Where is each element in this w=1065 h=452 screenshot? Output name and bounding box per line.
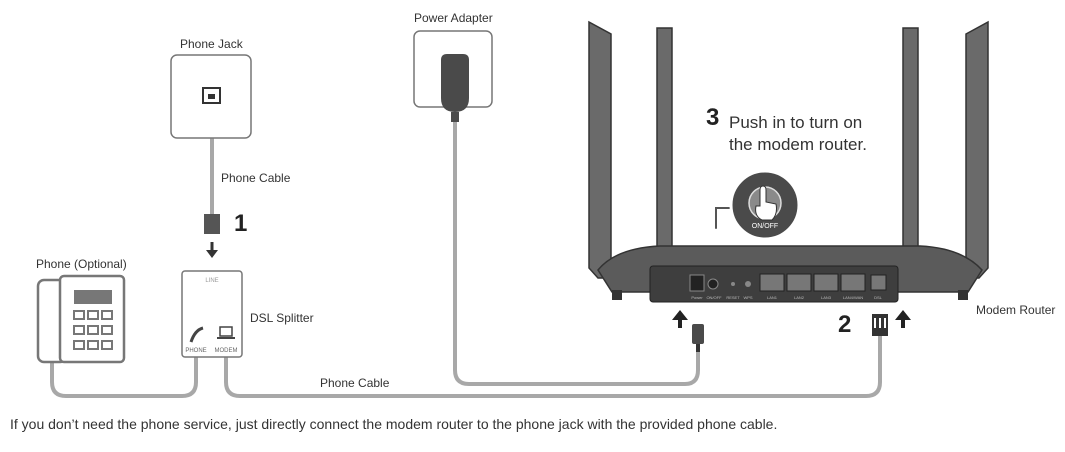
- splitter-phone-port-label: PHONE: [185, 348, 206, 354]
- phone-keypad: [73, 310, 113, 350]
- cables: [50, 105, 882, 398]
- footnote: If you don’t need the phone service, jus…: [10, 416, 778, 432]
- port-label-on-off: ON/OFF: [706, 295, 722, 300]
- phone-optional-label: Phone (Optional): [36, 257, 127, 271]
- power-adapter: [413, 30, 493, 122]
- antenna-right-outer: [965, 20, 989, 279]
- on-off-button-callout: ON/OFF: [729, 169, 801, 241]
- step-3-number: 3: [706, 104, 720, 131]
- phone-device: [36, 274, 126, 364]
- step-1-number: 1: [234, 210, 248, 237]
- phone-jack-label: Phone Jack: [180, 37, 243, 51]
- dsl-splitter: LINE PHONE MODEM: [181, 270, 243, 358]
- port-label-lan2: LAN2: [794, 295, 805, 300]
- power-plug: [692, 324, 704, 344]
- step-3-text-line1: Push in to turn on: [729, 113, 863, 132]
- arrow-down-icon: [206, 250, 218, 258]
- lan3-port: [813, 273, 839, 292]
- port-label-lan4-wan: LAN4/WAN: [843, 295, 863, 300]
- computer-icon: [219, 326, 233, 337]
- dsl-splitter-label: DSL Splitter: [250, 311, 314, 325]
- cable-splitter-to-router: [224, 334, 882, 398]
- phone-cable-plug: [204, 214, 220, 258]
- arrow-up-icon: [895, 310, 911, 328]
- lan-ports: [759, 273, 866, 292]
- cable-splitter-to-phone: [50, 354, 198, 398]
- power-port: [689, 274, 705, 292]
- step-3-text-line2: the modem router.: [729, 135, 867, 154]
- router-body: Power ON/OFF RESET WPS LAN1 LAN2 LAN3 LA…: [597, 245, 983, 303]
- port-label-dsl: DSL: [874, 295, 883, 300]
- router-connections: [672, 310, 911, 352]
- antenna-left-outer: [588, 20, 612, 279]
- port-label-lan1: LAN1: [767, 295, 778, 300]
- arrow-up-icon: [672, 310, 688, 328]
- phone-cable-top-label: Phone Cable: [221, 171, 291, 185]
- port-label-wps: WPS: [743, 295, 752, 300]
- port-label-power: Power: [691, 295, 703, 300]
- splitter-line-label: LINE: [205, 278, 218, 284]
- splitter-modem-port-label: MODEM: [215, 348, 238, 354]
- modem-router-label: Modem Router: [976, 303, 1056, 317]
- on-off-button-label: ON/OFF: [752, 223, 778, 230]
- phone-display: [74, 290, 112, 304]
- phone-cable-bottom-label: Phone Cable: [320, 376, 390, 390]
- step-2-number: 2: [838, 311, 852, 338]
- port-label-lan3: LAN3: [821, 295, 832, 300]
- lan1-port: [759, 273, 785, 292]
- power-adapter-label: Power Adapter: [414, 11, 493, 25]
- router-port-labels: Power ON/OFF RESET WPS LAN1 LAN2 LAN3 LA…: [691, 295, 882, 300]
- power-adapter-cable: [453, 118, 700, 386]
- port-label-reset: RESET: [726, 295, 740, 300]
- arrow-up-icons: [672, 310, 911, 328]
- hand-pointer-icon: [755, 185, 777, 221]
- on-off-button-port: [707, 278, 719, 290]
- phone-jack: [170, 54, 252, 139]
- phone-handset-icon: [189, 326, 204, 343]
- reset-hole: [731, 282, 735, 286]
- wps-button: [745, 281, 751, 287]
- lan2-port: [786, 273, 812, 292]
- lan4-wan-port: [840, 273, 866, 292]
- dsl-port: [870, 274, 887, 291]
